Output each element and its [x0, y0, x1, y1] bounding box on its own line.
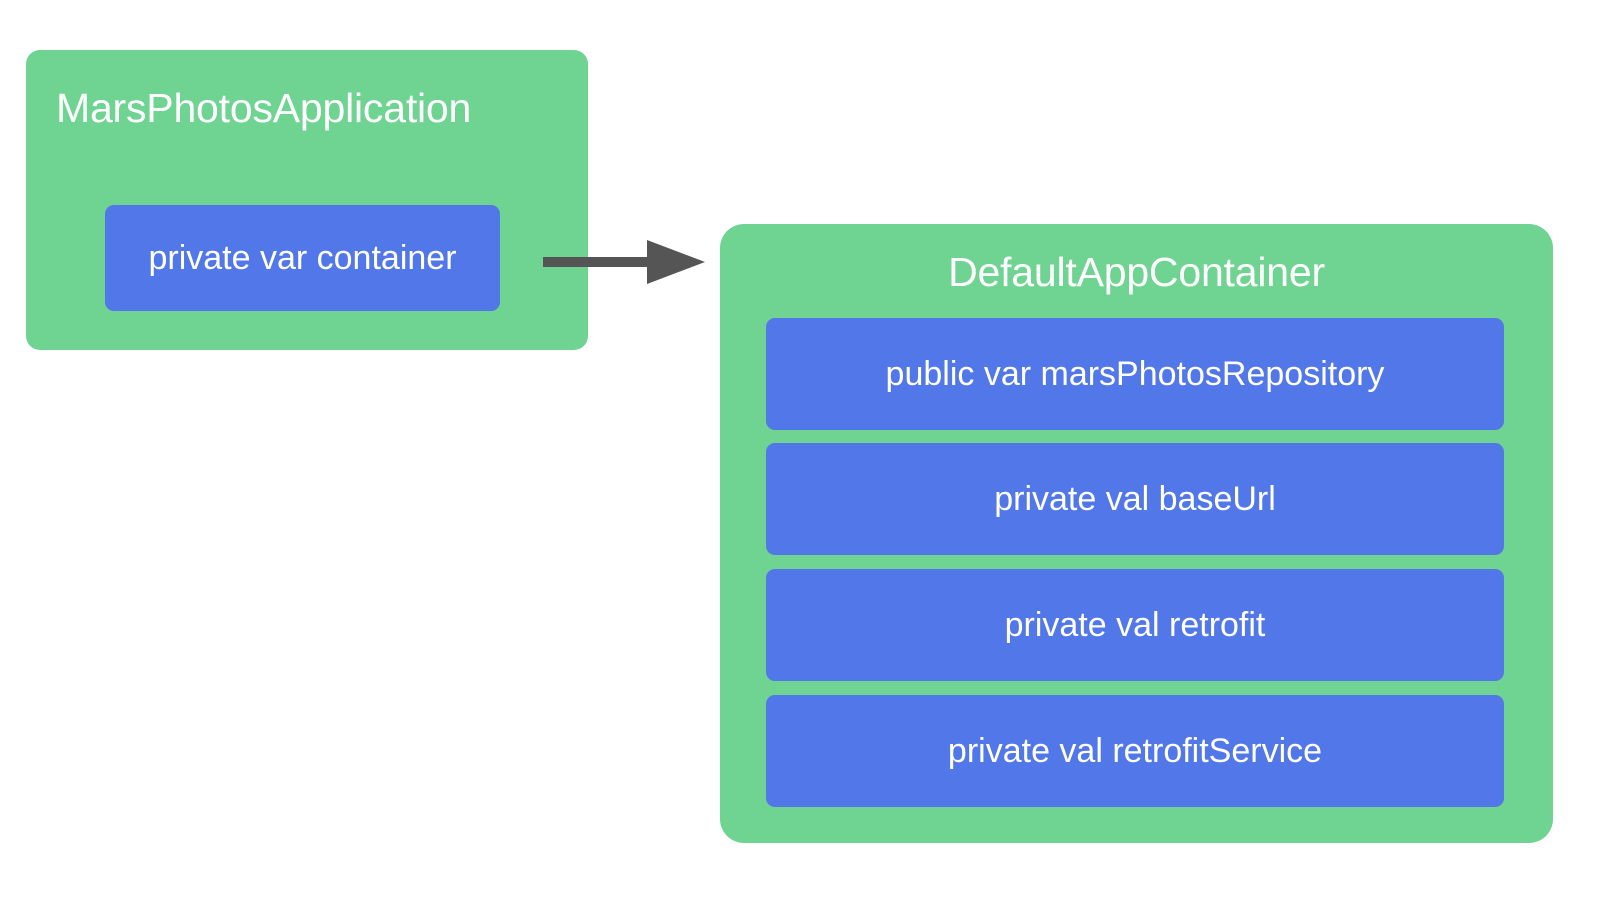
member-box-base-url[interactable]: private val baseUrl — [766, 443, 1504, 555]
class-title-default-app-container: DefaultAppContainer — [948, 249, 1325, 295]
member-label-retrofit: private val retrofit — [1004, 606, 1266, 644]
member-label-mars-photos-repository: public var marsPhotosRepository — [885, 355, 1385, 393]
member-box-mars-photos-repository[interactable]: public var marsPhotosRepository — [766, 318, 1504, 430]
class-title-mars-photos-application: MarsPhotosApplication — [56, 85, 472, 131]
class-box-mars-photos-application[interactable]: MarsPhotosApplication private var contai… — [26, 50, 588, 350]
member-label-retrofit-service: private val retrofitService — [947, 732, 1323, 770]
class-box-default-app-container[interactable]: DefaultAppContainer public var marsPhoto… — [720, 224, 1553, 843]
member-label-base-url: private val baseUrl — [994, 480, 1276, 518]
arrow-right-icon — [543, 240, 705, 284]
member-label-container: private var container — [148, 239, 457, 277]
member-box-retrofit[interactable]: private val retrofit — [766, 569, 1504, 681]
member-box-retrofit-service[interactable]: private val retrofitService — [766, 695, 1504, 807]
member-box-container[interactable]: private var container — [105, 205, 500, 311]
